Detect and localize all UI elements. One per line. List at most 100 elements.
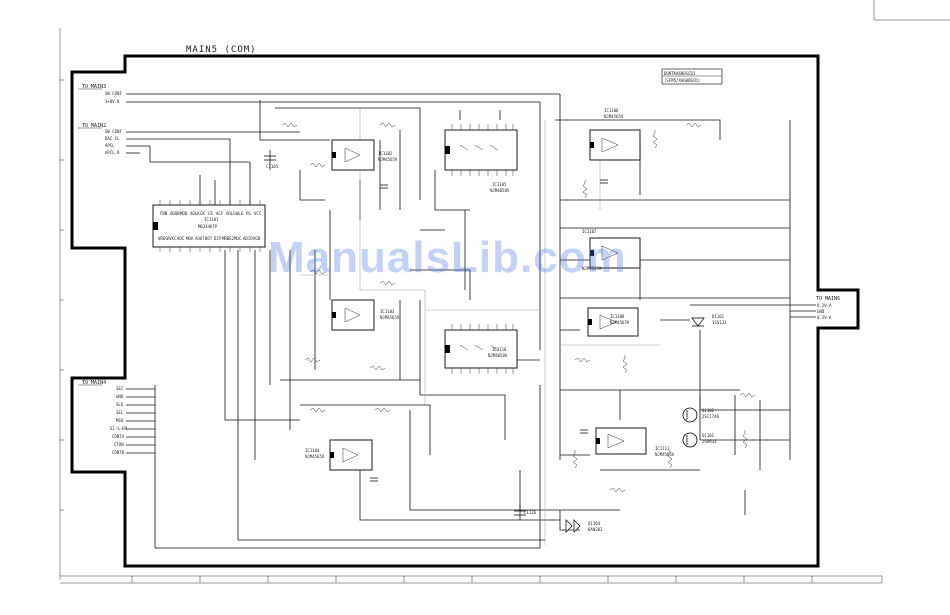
svg-text:VGB: VGB bbox=[253, 236, 261, 241]
connector-to-main4: TO MAIN4 SEC GND SLD SEL MSO SI-S-EN CON… bbox=[78, 380, 156, 548]
ic1102-upper: IC1102 NJM4565V bbox=[331, 139, 398, 171]
svg-text:SEL: SEL bbox=[116, 410, 124, 415]
ic1103: IC1103 NJM4565V bbox=[331, 299, 400, 331]
svg-text:MSO: MSO bbox=[116, 418, 124, 423]
ic1104: IC1104 NJM4565V bbox=[305, 439, 373, 471]
svg-text:8.2V-A: 8.2V-A bbox=[817, 303, 832, 308]
svg-text:MOB: MOB bbox=[180, 211, 188, 216]
svg-text:NJM4565V: NJM4565V bbox=[305, 454, 325, 459]
svg-text:CTON: CTON bbox=[114, 442, 124, 447]
svg-text:IC1110: IC1110 bbox=[492, 347, 507, 352]
svg-text:GND: GND bbox=[817, 309, 825, 314]
svg-text:DUNTKA600SCD1: DUNTKA600SCD1 bbox=[664, 71, 696, 76]
connector-to-main3: TO MAIN3 SW CONF 3+8V-B bbox=[78, 84, 560, 104]
svg-text:PG: PG bbox=[246, 211, 251, 216]
svg-text:AVCC: AVCC bbox=[167, 236, 177, 241]
svg-text:CONTA: CONTA bbox=[112, 434, 125, 439]
svg-text:MOA: MOA bbox=[186, 236, 194, 241]
svg-text:CE: CE bbox=[208, 211, 213, 216]
svg-text:AOLK: AOLK bbox=[190, 211, 200, 216]
svg-text:NJM4565V: NJM4565V bbox=[610, 320, 630, 325]
svg-text:TO MAIN2: TO MAIN2 bbox=[82, 123, 106, 129]
svg-text:TO MAIN6: TO MAIN6 bbox=[816, 296, 840, 302]
svg-text:C1105: C1105 bbox=[266, 164, 279, 169]
bottom-border-strip bbox=[60, 575, 883, 584]
svg-text:C1126: C1126 bbox=[524, 510, 537, 515]
ic1107: IC1107 NJM4565V bbox=[582, 229, 641, 271]
svg-text:DIP: DIP bbox=[214, 236, 222, 241]
svg-text:NJM4565V: NJM4565V bbox=[582, 266, 602, 271]
watermark: ManualsLib.com bbox=[268, 233, 627, 282]
svg-text:IC1105: IC1105 bbox=[492, 182, 507, 187]
d1104: D1104 DAN202 bbox=[565, 519, 603, 533]
svg-text:CONTB: CONTB bbox=[112, 450, 125, 455]
svg-text:Q1101: Q1101 bbox=[702, 433, 715, 438]
svg-text:D1101: D1101 bbox=[712, 314, 725, 319]
svg-text:NJM4050V: NJM4050V bbox=[490, 188, 510, 193]
svg-text:NJM4565V: NJM4565V bbox=[378, 157, 398, 162]
q1102: Q1102 2SC1740 bbox=[682, 407, 719, 423]
svg-text:SI-S-EN: SI-S-EN bbox=[110, 426, 127, 431]
svg-text:IC1108: IC1108 bbox=[610, 314, 625, 319]
svg-text:AOUT: AOUT bbox=[195, 236, 205, 241]
svg-text:TO MAIN4: TO MAIN4 bbox=[82, 380, 106, 386]
sheet-title: MAIN5 (COM) bbox=[186, 45, 257, 55]
svg-text:M62446FP: M62446FP bbox=[198, 224, 218, 229]
svg-text:NJM4050V: NJM4050V bbox=[488, 353, 508, 358]
passive-parts bbox=[281, 122, 756, 493]
svg-text:D1104: D1104 bbox=[588, 521, 601, 526]
svg-text:SLD: SLD bbox=[116, 402, 124, 407]
svg-text:3+8V-B: 3+8V-B bbox=[105, 99, 120, 104]
svg-text:2SA933: 2SA933 bbox=[702, 439, 717, 444]
svg-text:GND: GND bbox=[116, 394, 124, 399]
svg-text:MRBE2: MRBE2 bbox=[222, 236, 235, 241]
svg-text:APCL.R: APCL.R bbox=[105, 150, 120, 155]
svg-text:MOC: MOC bbox=[234, 236, 242, 241]
svg-text:AOC: AOC bbox=[177, 236, 185, 241]
ic1111: IC1111 NJM4565V bbox=[595, 427, 675, 457]
code-box: DUNTKA600SCD1 (SFM5/XA600SCD) bbox=[661, 68, 723, 85]
svg-text:VREG: VREG bbox=[158, 236, 168, 241]
svg-text:IC1103: IC1103 bbox=[380, 309, 395, 314]
svg-text:VCC: VCC bbox=[254, 211, 262, 216]
svg-text:NJM4565V: NJM4565V bbox=[604, 114, 624, 119]
svg-text:IC1106: IC1106 bbox=[604, 108, 619, 113]
wiring bbox=[155, 94, 791, 549]
svg-text:CK: CK bbox=[200, 211, 205, 216]
ic1106: IC1106 NJM4565V bbox=[589, 108, 641, 161]
svg-text:ADIO: ADIO bbox=[243, 236, 253, 241]
svg-text:IC1111: IC1111 bbox=[655, 446, 670, 451]
svg-text:IC1102: IC1102 bbox=[378, 151, 393, 156]
svg-text:SW CONF: SW CONF bbox=[105, 129, 122, 134]
svg-text:SW CONF: SW CONF bbox=[105, 91, 122, 96]
corner-tab bbox=[873, 0, 950, 21]
svg-text:AOUB: AOUB bbox=[170, 211, 180, 216]
connector-to-main2: TO MAIN2 SW CONF DAC CL APCL APCL.R bbox=[78, 123, 300, 163]
svg-text:AOLG: AOLG bbox=[226, 211, 236, 216]
ic1110: IC1110 NJM4050V bbox=[444, 329, 518, 369]
ic1108: IC1108 NJM4565V bbox=[587, 307, 639, 337]
svg-text:BOT: BOT bbox=[205, 236, 213, 241]
connector-to-main6: TO MAIN6 8.2V-A GND 8.2V-A bbox=[790, 296, 840, 320]
svg-text:IC1104: IC1104 bbox=[305, 448, 320, 453]
svg-text:DAC CL: DAC CL bbox=[105, 136, 120, 141]
svg-text:1SS133: 1SS133 bbox=[712, 320, 727, 325]
svg-text:2SC1740: 2SC1740 bbox=[702, 414, 719, 419]
svg-text:TO MAIN3: TO MAIN3 bbox=[82, 84, 106, 90]
svg-text:(SFM5/XA600SCD): (SFM5/XA600SCD) bbox=[664, 78, 700, 83]
cap-c1105: C1105 bbox=[264, 150, 279, 170]
svg-text:IC1101: IC1101 bbox=[204, 217, 219, 222]
svg-text:SEC: SEC bbox=[116, 386, 124, 391]
svg-text:APCL: APCL bbox=[105, 143, 115, 148]
ic1105: IC1105 NJM4050V bbox=[444, 129, 518, 193]
svg-text:FBN: FBN bbox=[160, 211, 168, 216]
svg-text:NJM4565V: NJM4565V bbox=[655, 452, 675, 457]
d1101: D1101 1SS133 bbox=[691, 314, 727, 327]
cap-c1126: C1126 bbox=[514, 505, 537, 520]
svg-text:8.2V-A: 8.2V-A bbox=[817, 315, 832, 320]
svg-text:IC1107: IC1107 bbox=[582, 229, 597, 234]
svg-text:WLE: WLE bbox=[236, 211, 244, 216]
svg-text:NJM4565V: NJM4565V bbox=[380, 315, 400, 320]
svg-text:Q1102: Q1102 bbox=[702, 408, 715, 413]
